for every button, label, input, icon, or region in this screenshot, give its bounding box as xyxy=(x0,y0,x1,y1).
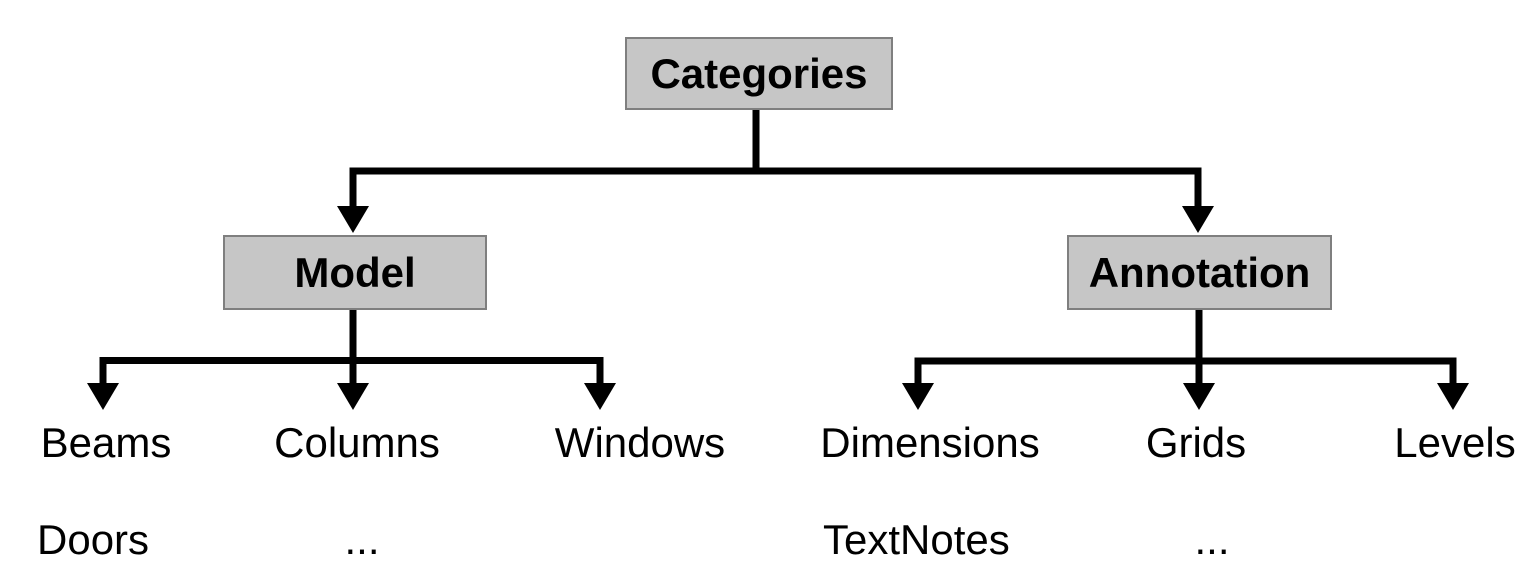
node-annotation: Annotation xyxy=(1067,235,1332,310)
leaf-windows: Windows xyxy=(554,419,726,466)
leaf-grids: Grids xyxy=(1145,419,1247,466)
leaf-dimensions: Dimensions xyxy=(820,419,1040,466)
arrow-down-windows-icon xyxy=(584,383,616,410)
leaf-levels: Levels xyxy=(1394,419,1516,466)
node-model: Model xyxy=(223,235,487,310)
node-model-label: Model xyxy=(294,248,416,296)
arrow-down-annotation-icon xyxy=(1182,206,1214,233)
arrow-down-columns-icon xyxy=(337,383,369,410)
arrow-down-levels-icon xyxy=(1437,383,1469,410)
ellipsis-model: ... xyxy=(344,516,380,563)
leaf-doors: Doors xyxy=(37,516,150,563)
arrow-down-grids-icon xyxy=(1183,383,1215,410)
arrow-down-dimensions-icon xyxy=(902,383,934,410)
arrow-down-model-icon xyxy=(337,206,369,233)
node-annotation-label: Annotation xyxy=(1088,248,1311,296)
leaf-beams: Beams xyxy=(40,419,172,466)
node-categories: Categories xyxy=(625,37,893,110)
node-categories-label: Categories xyxy=(650,49,868,97)
arrow-down-beams-icon xyxy=(87,383,119,410)
leaf-textnotes: TextNotes xyxy=(823,516,1010,563)
leaf-columns: Columns xyxy=(274,419,440,466)
ellipsis-annotation: ... xyxy=(1194,516,1230,563)
